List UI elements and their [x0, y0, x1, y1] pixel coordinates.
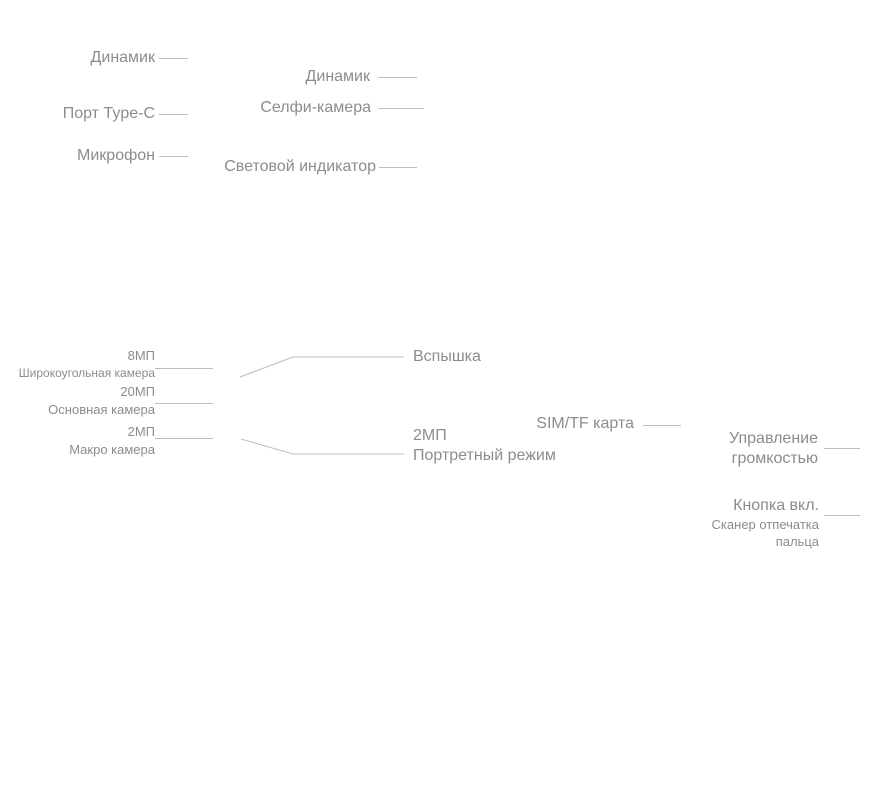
leader-line: [155, 438, 213, 439]
label-main-camera-desc: Основная камера: [48, 402, 155, 417]
label-type-c-port: Порт Type-C: [62, 105, 155, 122]
label-portrait-mode: Портретный режим: [413, 447, 556, 464]
label-selfie-camera: Селфи-камера: [260, 99, 371, 116]
leader-line: [159, 58, 188, 59]
leader-line: [159, 156, 188, 157]
label-power-button: Кнопка вкл.: [733, 497, 819, 514]
flash-leader-line: [239, 356, 404, 378]
label-macro-camera-mp: 2МП: [127, 424, 155, 439]
leader-line: [378, 108, 424, 109]
leader-line: [155, 368, 213, 369]
label-microphone: Микрофон: [77, 147, 155, 164]
label-fingerprint-line2: пальца: [775, 534, 819, 549]
leader-line: [824, 448, 860, 449]
label-fingerprint-line1: Сканер отпечатка: [711, 517, 819, 532]
label-main-camera-mp: 20МП: [120, 384, 155, 399]
portrait-leader-line: [240, 438, 404, 455]
label-light-indicator: Световой индикатор: [224, 158, 376, 175]
label-front-speaker-right: Динамик: [305, 68, 370, 85]
label-volume-line1: Управление: [729, 430, 818, 447]
leader-line: [155, 403, 213, 404]
label-flash: Вспышка: [413, 348, 481, 365]
leader-line: [378, 77, 417, 78]
leader-line: [379, 167, 417, 168]
leader-line: [159, 114, 188, 115]
label-portrait-mp: 2МП: [413, 427, 447, 444]
label-wide-camera-mp: 8МП: [127, 348, 155, 363]
label-volume-line2: громкостью: [731, 450, 818, 467]
leader-line: [643, 425, 681, 426]
label-front-speaker-left: Динамик: [90, 49, 155, 66]
label-macro-camera-desc: Макро камера: [69, 442, 155, 457]
label-sim-tf-card: SIM/TF карта: [536, 415, 634, 432]
label-wide-camera-desc: Широкоугольная камера: [18, 366, 155, 380]
leader-line: [824, 515, 860, 516]
